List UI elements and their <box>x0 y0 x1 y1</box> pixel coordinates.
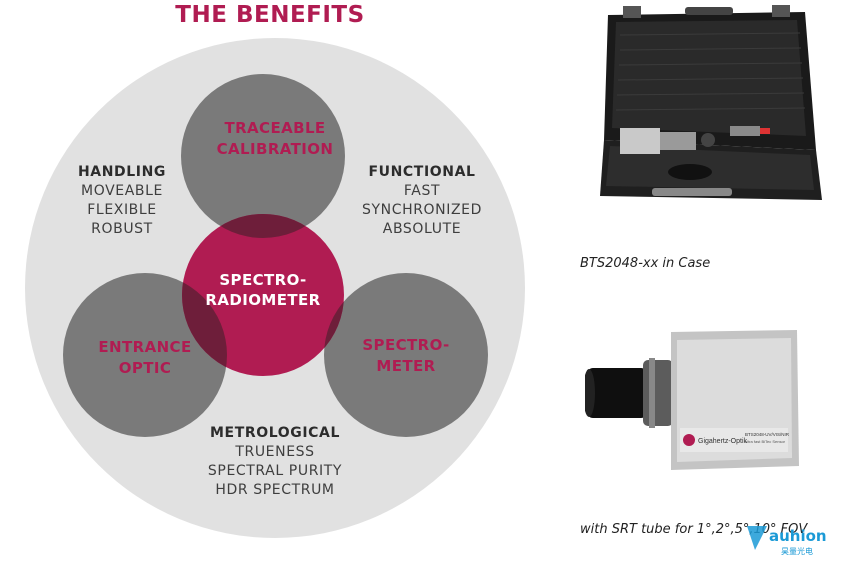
right-label-line-2: METER <box>376 357 435 375</box>
top-label-line-1: TRACEABLE <box>224 119 325 137</box>
metrological-item: TRUENESS <box>234 444 314 460</box>
case-photo <box>600 5 822 200</box>
center-label-line-2: RADIOMETER <box>205 291 320 309</box>
benefits-diagram: SPECTRO- RADIOMETER TRACEABLE CALIBRATIO… <box>25 38 525 538</box>
handling-item: FLEXIBLE <box>87 202 156 218</box>
functional-item: FAST <box>404 183 440 199</box>
handling-heading: HANDLING <box>78 164 166 180</box>
handling-item: MOVEABLE <box>81 183 163 199</box>
center-label-line-1: SPECTRO- <box>219 271 306 289</box>
triangle-icon <box>747 526 767 550</box>
left-label-line-2: OPTIC <box>119 359 172 377</box>
auhion-logo: auhion 昊量光电 <box>747 526 827 556</box>
logo-name: auhion <box>769 527 827 545</box>
circle-traceable-calibration <box>181 74 345 238</box>
page-title: THE BENEFITS <box>175 2 365 28</box>
circle-overlaps <box>182 214 344 376</box>
functional-item: ABSOLUTE <box>383 221 461 237</box>
metrological-heading: METROLOGICAL <box>210 425 340 441</box>
device-model: BTS2048-UV/VIS/NIR <box>745 432 790 437</box>
left-label-line-1: ENTRANCE <box>98 338 191 356</box>
device-brand: Gigahertz-Optik <box>698 438 748 445</box>
top-label-line-2: CALIBRATION <box>217 140 334 158</box>
circle-spectrometer <box>324 273 488 437</box>
metrological-item: SPECTRAL PURITY <box>208 463 342 479</box>
device-photo: Gigahertz-Optik BTS2048-UV/VIS/NIR ultra… <box>585 330 799 470</box>
case-caption: BTS2048-xx in Case <box>580 256 711 271</box>
handling-item: ROBUST <box>91 221 153 237</box>
functional-item: SYNCHRONIZED <box>362 202 482 218</box>
functional-heading: FUNCTIONAL <box>368 164 475 180</box>
logo-subtext: 昊量光电 <box>781 546 813 556</box>
device-subtitle: ultra fast BiTec Sensor <box>745 439 786 444</box>
right-label-line-1: SPECTRO- <box>362 336 449 354</box>
metrological-item: HDR SPECTRUM <box>215 482 334 498</box>
